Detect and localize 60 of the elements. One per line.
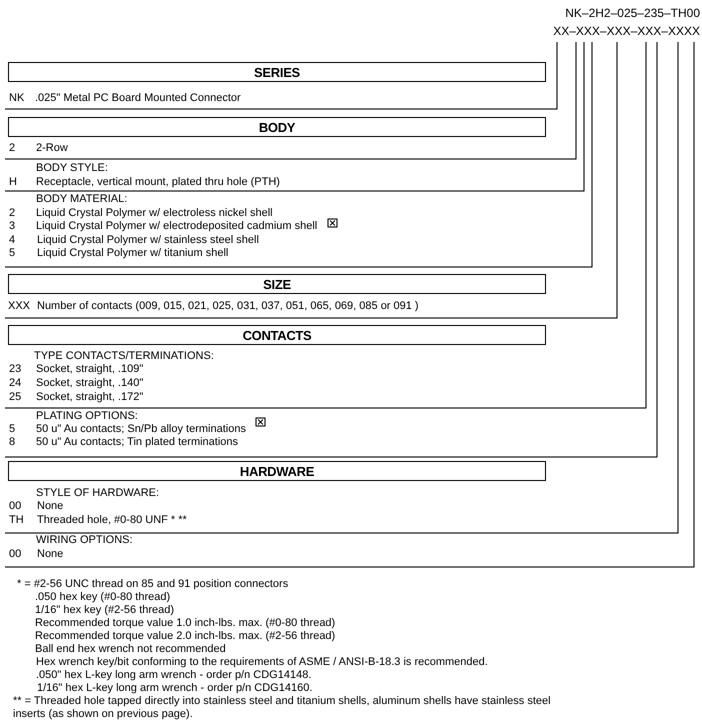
footnote: .050" hex L-key long arm wrench - order p/n CDG14148. [36,669,312,682]
footnote: Ball end hex wrench not recommended [35,643,226,656]
option-text: Socket, straight, .140" [36,377,144,390]
section-title: HARDWARE [240,464,314,478]
footnote: * = #2-56 UNC thread on 85 and 91 position connectors [17,578,288,591]
option-code: 24 [9,377,22,390]
option-text: Threaded hole, #0-80 UNF * ** [37,514,187,527]
option-code: 2 [9,142,16,155]
footnote: .050 hex key (#0-80 thread) [35,591,170,604]
part-number-example: NK–2H2–025–235–TH00 [565,6,700,21]
section-title: BODY [258,120,296,134]
option-text: Liquid Crystal Polymer w/ electrodeposited cadmium shell [36,220,318,233]
footnote: 1/16" hex key (#2-56 thread) [35,604,174,617]
section-header-box [8,62,546,82]
option-code: 4 [9,234,16,247]
option-code: 5 [9,423,16,436]
option-code: 23 [9,363,22,376]
option-group-heading: WIRING OPTIONS: [36,534,133,547]
part-number-format: XX–XXX–XXX–XXX–XXXX [553,24,700,39]
option-text: Liquid Crystal Polymer w/ titanium shell [37,247,228,260]
option-code: XXX [8,300,30,313]
option-group-heading: TYPE CONTACTS/TERMINATIONS: [34,350,214,363]
section-title: SERIES [254,64,300,80]
section-header-box [8,325,546,345]
option-text: 50 u" Au contacts; Sn/Pb alloy terminations [36,423,246,436]
option-text: Liquid Crystal Polymer w/ stainless steel shell [37,234,259,247]
section-title: SIZE [263,276,291,292]
option-group-heading: PLATING OPTIONS: [36,410,138,423]
option-code: 5 [9,247,16,260]
section-header-box [8,274,546,294]
option-text: 2-Row [36,142,68,155]
option-text: Receptacle, vertical mount, plated thru hole (PTH) [36,176,280,189]
option-group-heading: STYLE OF HARDWARE: [36,487,160,500]
footnote: 1/16" hex L-key long arm wrench - order p/n CDG14160. [37,682,312,695]
footnote: Hex wrench key/bit conforming to the requirements of ASME / ANSI-B-18.3 is recommended. [36,656,488,669]
option-text: Liquid Crystal Polymer w/ electroless nickel shell [36,207,273,220]
option-text: Socket, straight, .172" [36,391,144,404]
footnote: ** = Threaded hole tapped directly into stainless steel and titanium shells, aluminum shells have stainless steel inserts (as shown on previous page). [13,695,552,720]
option-code: 25 [9,391,22,404]
option-text: Socket, straight, .109" [36,363,144,376]
option-group-heading: BODY MATERIAL: [36,193,128,206]
section-title: CONTACTS [242,328,312,342]
option-code: 3 [9,220,16,233]
option-code: 00 [9,548,22,561]
option-text: None [37,548,64,561]
option-code: 2 [9,207,16,220]
footnote: Recommended torque value 1.0 inch-lbs. max. (#0-80 thread) [35,617,336,630]
option-code: H [9,176,17,189]
section-header-box [8,117,546,137]
option-code: 00 [9,500,22,513]
option-group-heading: BODY STYLE: [36,162,108,175]
option-text: Number of contacts (009, 015, 021, 025, 031, 037, 051, 065, 069, 085 or 091 ) [37,300,419,313]
footnote: Recommended torque value 2.0 inch-lbs. max. (#2-56 thread) [35,630,336,643]
option-code: NK [9,92,24,105]
option-text: None [37,500,64,513]
option-text: 50 u" Au contacts; Tin plated terminations [36,436,238,449]
section-header-box [8,461,546,481]
option-code: TH [9,514,24,527]
option-code: 8 [9,436,16,449]
option-text: .025" Metal PC Board Mounted Connector [35,92,241,105]
